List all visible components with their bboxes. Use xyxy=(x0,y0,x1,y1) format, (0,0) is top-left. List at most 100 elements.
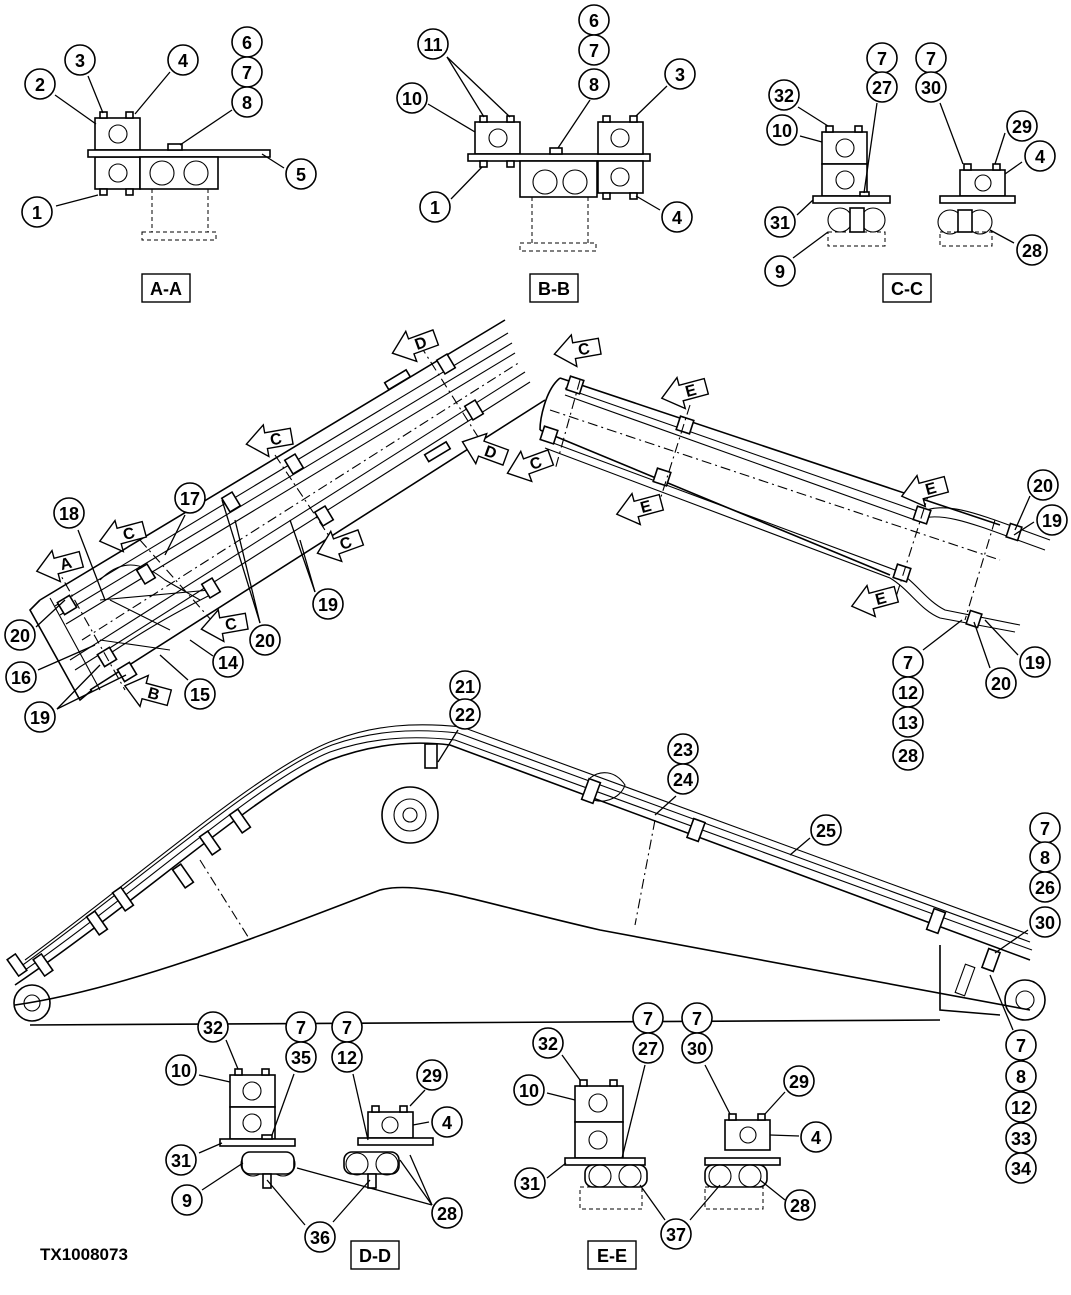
callout-7: 7 xyxy=(632,1002,664,1034)
leader-line xyxy=(764,1091,786,1115)
leader-line xyxy=(409,1089,426,1107)
callout-31: 31 xyxy=(165,1144,197,1176)
callout-27: 27 xyxy=(866,71,898,103)
leader-line xyxy=(789,837,811,856)
callout-number: 29 xyxy=(1012,117,1032,137)
section-label-E-E: E-E xyxy=(587,1240,637,1270)
leader-line xyxy=(446,56,485,118)
callout-31: 31 xyxy=(764,206,796,238)
callout-number: 20 xyxy=(1033,476,1053,496)
leader-line xyxy=(271,1073,295,1136)
section-arrow-D: D xyxy=(461,432,510,466)
callout-7: 7 xyxy=(578,34,610,66)
callout-23: 23 xyxy=(667,733,699,765)
leader-line xyxy=(799,135,823,143)
leader-line xyxy=(198,1074,231,1083)
section-arrow-C: C xyxy=(98,518,148,553)
callout-20: 20 xyxy=(1027,469,1059,501)
leader-line xyxy=(561,1054,581,1081)
callout-number: 8 xyxy=(589,75,599,95)
leader-line xyxy=(922,619,963,651)
section-d-d-drawing xyxy=(219,1068,434,1189)
callout-number: 7 xyxy=(1040,819,1050,839)
callout-number: 19 xyxy=(30,708,50,728)
callout-28: 28 xyxy=(431,1197,463,1229)
section-arrow-letter: E xyxy=(684,382,699,401)
callout-number: 28 xyxy=(790,1196,810,1216)
section-arrow-E: E xyxy=(660,375,710,410)
leader-line xyxy=(557,99,591,149)
section-arrow-E: E xyxy=(850,583,900,618)
callout-28: 28 xyxy=(892,739,924,771)
section-arrow-D: D xyxy=(391,329,440,363)
callout-20: 20 xyxy=(249,624,281,656)
callout-number: 12 xyxy=(898,683,918,703)
leader-line xyxy=(289,519,316,593)
callout-10: 10 xyxy=(513,1074,545,1106)
section-e-e-drawing xyxy=(564,1079,781,1210)
callout-number: 9 xyxy=(775,262,785,282)
callout-19: 19 xyxy=(1019,646,1051,678)
section-label-text: D-D xyxy=(359,1246,391,1266)
callout-number: 27 xyxy=(638,1039,658,1059)
section-arrow-E: E xyxy=(900,473,950,508)
callout-6: 6 xyxy=(231,26,263,58)
callout-9: 9 xyxy=(171,1184,203,1216)
section-label-text: E-E xyxy=(597,1246,627,1266)
callout-number: 20 xyxy=(10,626,30,646)
section-arrow-C: C xyxy=(245,423,294,458)
section-arrow-A: A xyxy=(35,548,85,583)
callout-7: 7 xyxy=(866,42,898,74)
callout-30: 30 xyxy=(915,71,947,103)
callout-number: 8 xyxy=(1016,1067,1026,1087)
leader-line xyxy=(654,795,677,816)
callout-4: 4 xyxy=(1024,140,1056,172)
lower-boom-drawing xyxy=(6,724,1046,1026)
section-arrow-letter: C xyxy=(269,430,284,449)
leader-line xyxy=(37,644,96,671)
leader-line xyxy=(689,1184,721,1221)
callout-12: 12 xyxy=(892,676,924,708)
callout-number: 9 xyxy=(182,1191,192,1211)
callout-8: 8 xyxy=(578,68,610,100)
leader-line xyxy=(221,499,261,624)
callout-number: 18 xyxy=(59,504,79,524)
callout-number: 6 xyxy=(589,11,599,31)
leader-line xyxy=(56,674,127,710)
callout-number: 4 xyxy=(178,51,188,71)
callout-19: 19 xyxy=(312,588,344,620)
leader-line xyxy=(234,519,261,624)
leader-lines xyxy=(35,56,1035,1226)
section-label-B-B: B-B xyxy=(529,273,579,303)
callout-8: 8 xyxy=(1005,1060,1037,1092)
callout-number: 11 xyxy=(423,35,442,55)
callout-21: 21 xyxy=(449,670,481,702)
leader-line xyxy=(984,619,1019,656)
callout-25: 25 xyxy=(810,814,842,846)
callout-10: 10 xyxy=(396,82,428,114)
leader-line xyxy=(635,195,661,211)
callout-29: 29 xyxy=(1006,110,1038,142)
leader-line xyxy=(198,1142,223,1154)
callout-28: 28 xyxy=(1016,234,1048,266)
callout-number: 32 xyxy=(203,1018,223,1038)
callout-4: 4 xyxy=(167,44,199,76)
callout-3: 3 xyxy=(664,58,696,90)
callout-number: 7 xyxy=(643,1009,653,1029)
callout-33: 33 xyxy=(1005,1122,1037,1154)
leader-line xyxy=(994,929,1029,954)
leader-line xyxy=(546,1092,576,1101)
section-arrow-letter: E xyxy=(924,480,939,499)
callout-1: 1 xyxy=(21,196,53,228)
callout-number: 13 xyxy=(898,713,918,733)
callout-7: 7 xyxy=(915,42,947,74)
callout-7: 7 xyxy=(1029,812,1061,844)
section-arrow-letter: D xyxy=(482,443,499,463)
callout-37: 37 xyxy=(660,1218,692,1250)
callout-number: 4 xyxy=(811,1128,821,1148)
leader-line xyxy=(35,599,66,628)
callout-12: 12 xyxy=(331,1041,363,1073)
callout-number: 26 xyxy=(1035,878,1055,898)
callout-number: 3 xyxy=(75,51,85,71)
